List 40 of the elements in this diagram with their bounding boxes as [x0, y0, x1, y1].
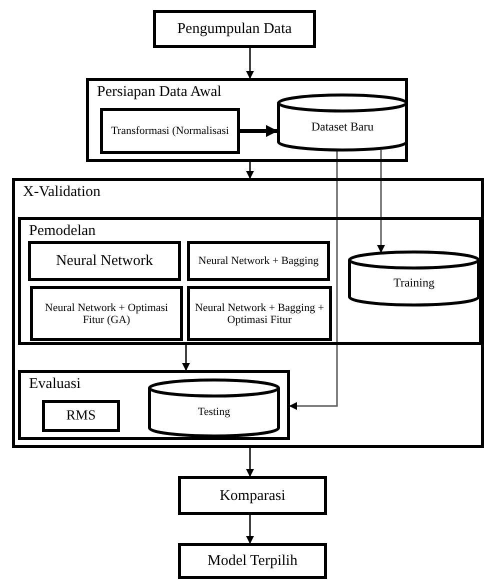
group-title: Persiapan Data Awal [97, 84, 222, 101]
arrow [182, 345, 190, 371]
process-box [187, 286, 332, 341]
node-label: Pengumpulan Data [176, 20, 293, 38]
node-label: Neural Network + Optimasi Fitur (GA) [44, 301, 170, 326]
process-box [153, 10, 316, 48]
process-box [30, 286, 183, 341]
group-title: Evaluasi [29, 376, 81, 393]
node-label: Model Terpilih [206, 552, 298, 570]
process-box [42, 400, 120, 432]
node-label: Testing [196, 406, 232, 419]
group-box [12, 178, 484, 448]
arrow [246, 448, 254, 477]
node-label: RMS [65, 408, 97, 424]
node-label: Neural Network + Bagging [197, 254, 320, 268]
node-label: Neural Network [54, 252, 154, 270]
arrow [246, 162, 254, 179]
database-cylinder [348, 252, 480, 305]
process-box [178, 476, 327, 515]
group-box [18, 370, 290, 440]
node-label: Komparasi [218, 487, 286, 504]
arrow [240, 125, 278, 137]
arrow [246, 48, 254, 79]
node-label: Transformasi (Normalisasi [110, 124, 230, 138]
database-cylinder [277, 95, 408, 150]
group-title: X-Validation [23, 184, 100, 201]
group-box [86, 78, 408, 162]
node-label: Training [392, 276, 436, 290]
group-box [18, 217, 482, 345]
node-label: Dataset Baru [310, 120, 375, 134]
node-label: Neural Network + Bagging + Optimasi Fitur [194, 301, 326, 326]
process-box [28, 241, 181, 281]
arrow [289, 150, 338, 410]
group-title: Pemodelan [29, 223, 96, 240]
process-box [100, 108, 240, 154]
process-box [187, 241, 330, 281]
arrow [377, 150, 385, 253]
arrow [246, 515, 254, 544]
process-box [178, 543, 327, 579]
database-cylinder [148, 380, 280, 436]
